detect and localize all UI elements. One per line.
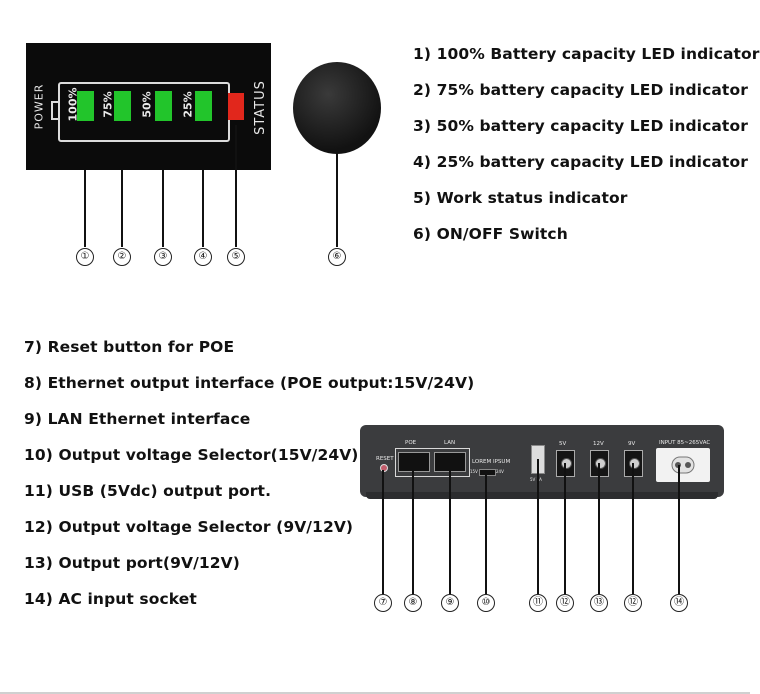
callout-line-10 — [485, 472, 487, 594]
callout-11: ⑪ — [529, 594, 547, 612]
out-12v-label: 12V — [593, 441, 604, 447]
lan-label: LAN — [444, 440, 456, 446]
legend-item-11: 11) USB (5Vdc) output port. — [24, 482, 272, 500]
legend-item-1: 1) 100% Battery capacity LED indicator — [413, 45, 760, 63]
callout-line-2 — [121, 170, 123, 247]
callout-line-11 — [537, 459, 539, 594]
legend-item-3: 3) 50% battery capacity LED indicator — [413, 117, 748, 135]
callout-12a: ⑫ — [556, 594, 574, 612]
callout-line-14 — [678, 465, 680, 594]
legend-item-4: 4) 25% battery capacity LED indicator — [413, 153, 748, 171]
callout-line-3 — [162, 170, 164, 247]
reset-button — [380, 464, 388, 472]
led-25 — [195, 91, 212, 121]
battery-tip-icon — [51, 101, 59, 120]
ethernet-port-group — [395, 448, 470, 477]
legend-item-8: 8) Ethernet output interface (POE output… — [24, 374, 475, 392]
callout-line-13 — [598, 463, 600, 594]
callout-9: ⑨ — [441, 594, 459, 612]
callout-line-5 — [235, 125, 237, 247]
led-label-25: 25% — [181, 91, 195, 118]
ac-input-label: INPUT 85~265VAC — [659, 440, 711, 446]
selector-left-label: 15V — [470, 469, 478, 474]
reset-label: RESET — [376, 456, 394, 462]
callout-12b: ⑫ — [624, 594, 642, 612]
callout-10: ⑩ — [477, 594, 495, 612]
out-5v-label: 5V — [559, 441, 567, 447]
led-label-75: 75% — [101, 91, 115, 118]
led-75 — [114, 91, 131, 121]
legend-item-12: 12) Output voltage Selector (9V/12V) — [24, 518, 354, 536]
callout-line-1 — [84, 170, 86, 247]
callout-line-12b — [632, 463, 634, 594]
callout-1: ① — [76, 248, 94, 266]
callout-7: ⑦ — [374, 594, 392, 612]
usb-label: 5V 1A — [530, 477, 542, 482]
ac-socket-icon — [671, 456, 695, 474]
callout-line-9 — [449, 462, 451, 594]
poe-ethernet-port — [398, 452, 430, 472]
callout-13: ⑬ — [590, 594, 608, 612]
callout-8: ⑧ — [404, 594, 422, 612]
power-label: POWER — [32, 83, 46, 130]
legend-item-5: 5) Work status indicator — [413, 189, 628, 207]
led-label-50: 50% — [140, 91, 154, 118]
callout-2: ② — [113, 248, 131, 266]
callout-line-12a — [564, 463, 566, 594]
callout-5: ⑤ — [227, 248, 245, 266]
led-100 — [77, 91, 94, 121]
callout-line-6 — [336, 118, 338, 247]
legend-item-14: 14) AC input socket — [24, 590, 197, 608]
callout-line-4 — [202, 170, 204, 247]
callout-6: ⑥ — [328, 248, 346, 266]
callout-3: ③ — [154, 248, 172, 266]
legend-item-13: 13) Output port(9V/12V) — [24, 554, 240, 572]
callout-14: ⑭ — [670, 594, 688, 612]
callout-4: ④ — [194, 248, 212, 266]
poe-label: POE — [405, 440, 417, 446]
bottom-divider — [0, 692, 750, 694]
led-50 — [155, 91, 172, 121]
legend-item-2: 2) 75% battery capacity LED indicator — [413, 81, 748, 99]
status-label: STATUS — [252, 80, 268, 135]
on-off-switch — [293, 62, 381, 154]
ac-input-socket — [656, 448, 710, 482]
out-9v-label: 9V — [628, 441, 636, 447]
callout-line-7 — [382, 470, 384, 594]
legend-item-7: 7) Reset button for POE — [24, 338, 235, 356]
callout-line-8 — [412, 462, 414, 594]
selector-right-label: 24V — [496, 469, 504, 474]
voltage-selector-15-24 — [479, 469, 496, 476]
status-led — [228, 93, 244, 120]
legend-item-10: 10) Output voltage Selector(15V/24V) — [24, 446, 359, 464]
legend-item-6: 6) ON/OFF Switch — [413, 225, 568, 243]
legend-item-9: 9) LAN Ethernet interface — [24, 410, 251, 428]
device-base — [366, 492, 718, 499]
selector-label: LOREM IPSUM — [472, 459, 511, 465]
